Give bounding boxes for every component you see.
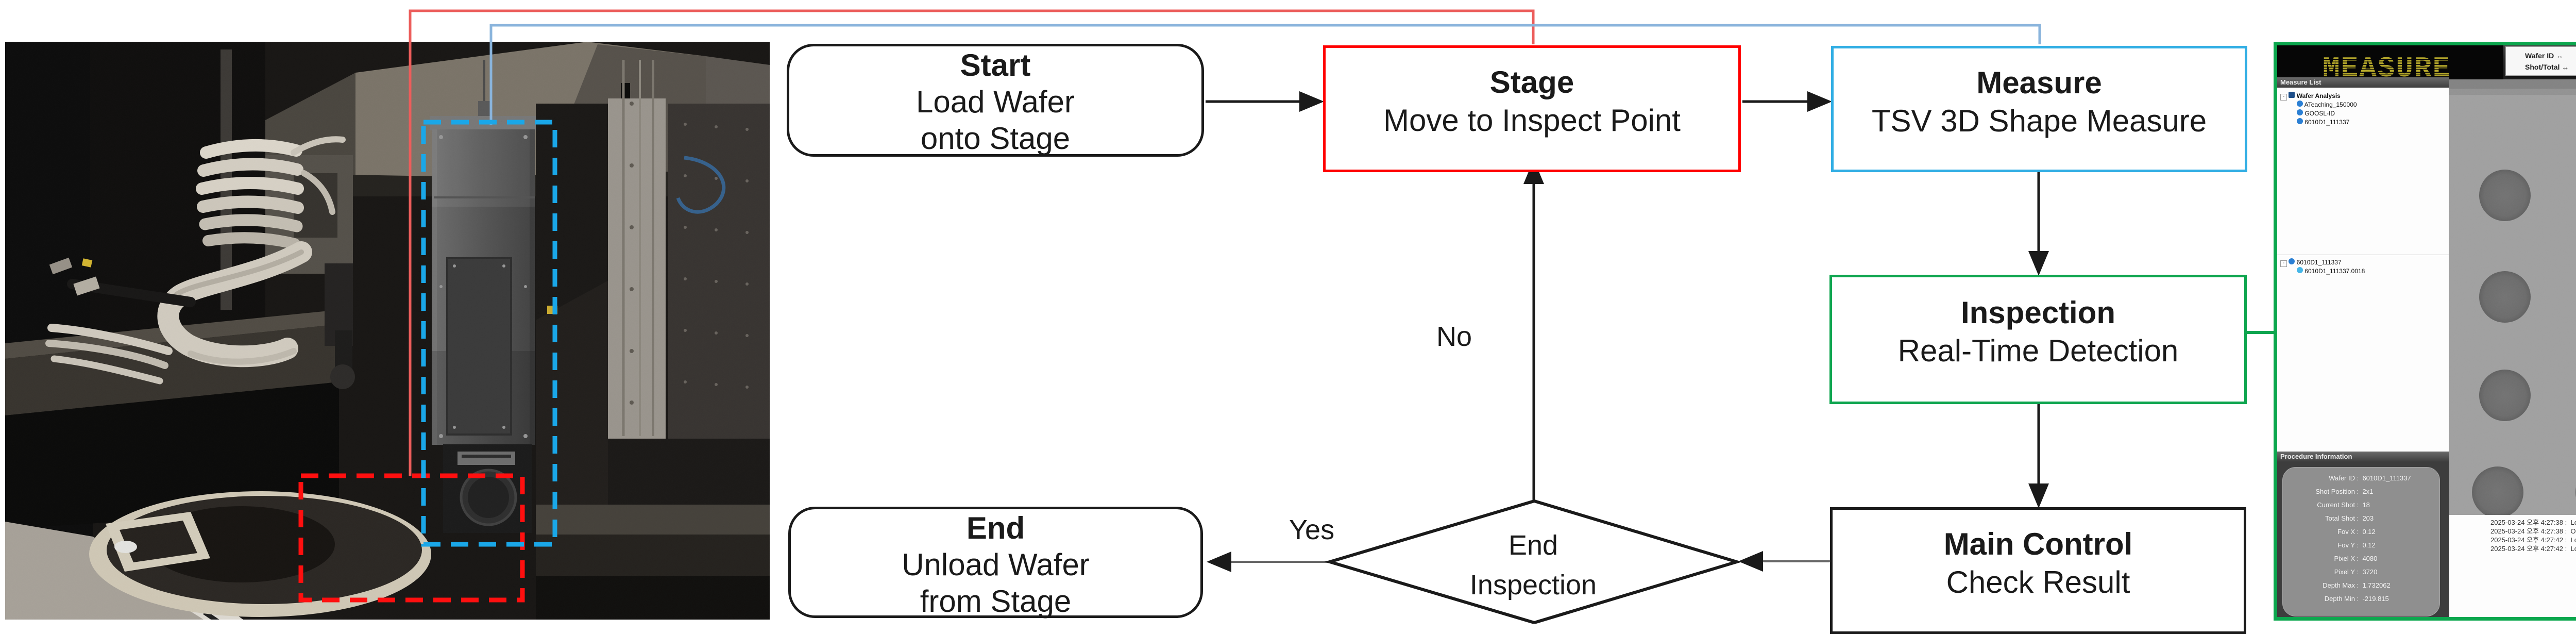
- svg-text:End: End: [1509, 530, 1558, 561]
- svg-text:Inspection: Inspection: [1470, 570, 1597, 600]
